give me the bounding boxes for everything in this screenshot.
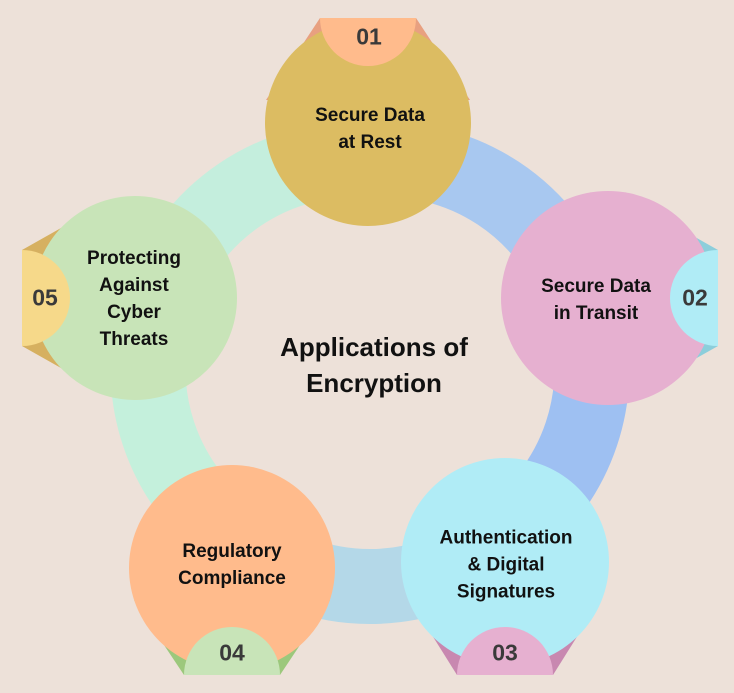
item-04-number: 04 bbox=[219, 639, 245, 666]
item-05-label: Protecting Against Cyber Threats bbox=[87, 248, 181, 350]
item-02-label: Secure Data in Transit bbox=[541, 276, 651, 324]
badge-02 bbox=[670, 250, 718, 346]
circle-02 bbox=[501, 191, 715, 405]
item-05-number: 05 bbox=[32, 284, 58, 311]
item-02-number: 02 bbox=[682, 284, 708, 311]
circle-05 bbox=[33, 196, 237, 400]
item-03-label: Authentication & Digital Signatures bbox=[439, 527, 573, 603]
item-01-number: 01 bbox=[356, 23, 382, 50]
item-04-label: Regulatory Compliance bbox=[178, 541, 286, 589]
circle-01 bbox=[265, 20, 471, 226]
item-03-number: 03 bbox=[492, 639, 518, 666]
circle-03 bbox=[401, 458, 609, 666]
badge-03 bbox=[457, 627, 553, 675]
badge-04 bbox=[184, 627, 280, 675]
item-01-label: Secure Data at Rest bbox=[315, 105, 425, 153]
badge-05 bbox=[22, 250, 70, 346]
circle-04 bbox=[129, 465, 335, 671]
diagram-title: Applications of Encryption bbox=[280, 332, 468, 398]
badge-01 bbox=[320, 18, 416, 66]
